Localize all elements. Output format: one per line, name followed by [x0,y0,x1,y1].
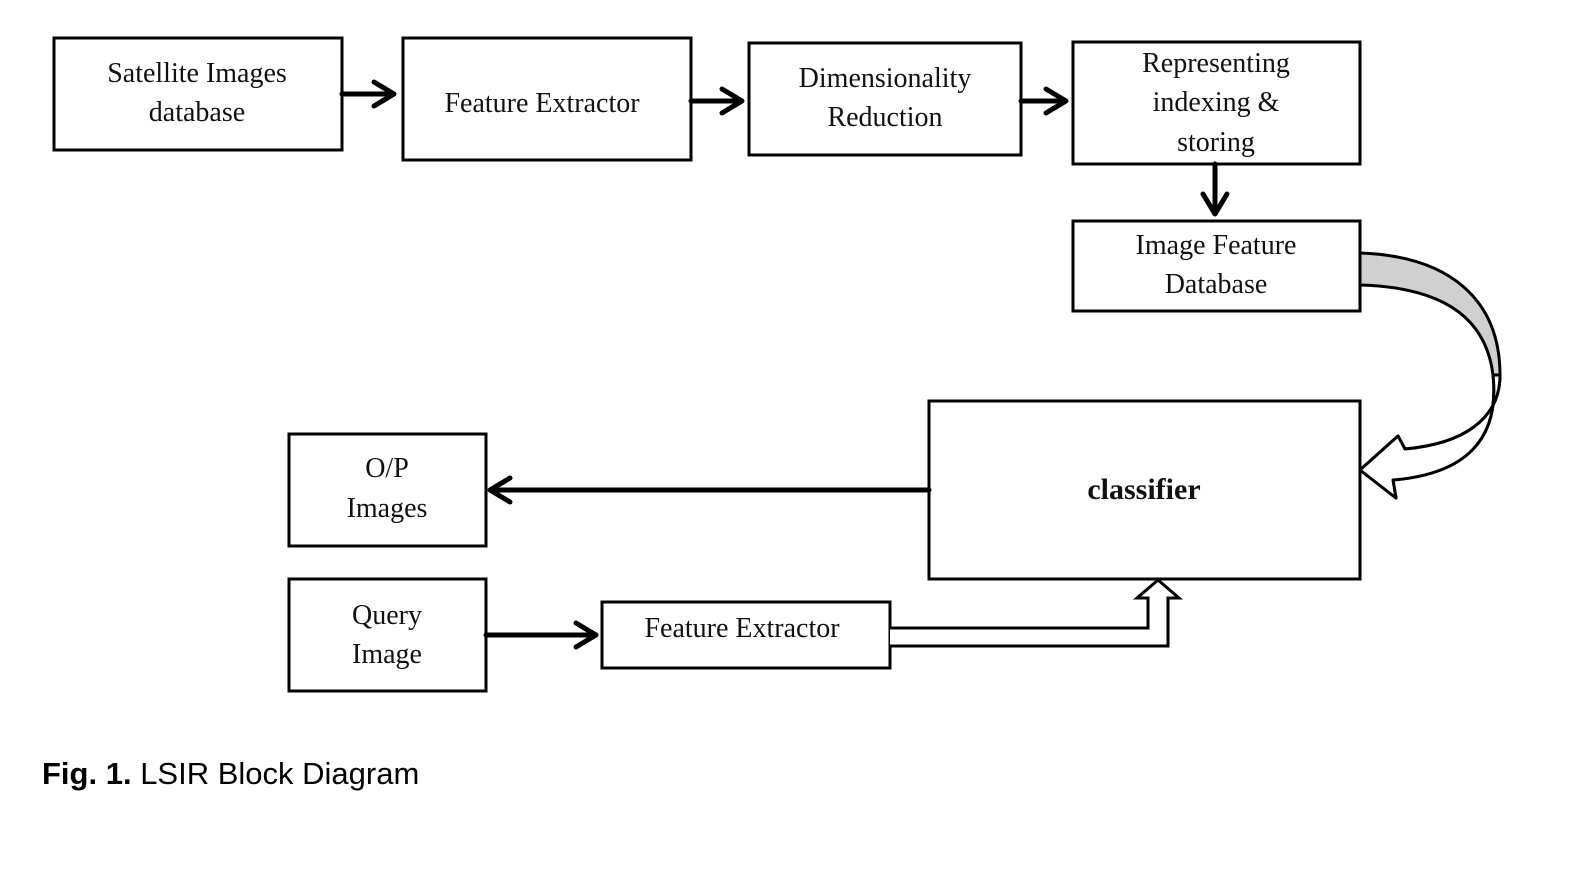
arrow-feature-to-dimensionality [688,86,745,116]
representing-indexing-storing-box [1071,40,1362,166]
op-images-line-2: Images [347,493,428,524]
query-image-box [287,577,488,693]
double-arrow-feature-to-classifier [890,578,1184,648]
dimensionality-line-1: Dimensionality [799,63,972,94]
satellite-images-database-box [52,36,344,152]
image-feature-db-line-2: Database [1165,269,1268,300]
feature-extractor-top-box [401,36,693,162]
op-images-box [287,432,488,548]
feature-extractor-top-label: Feature Extractor [444,88,640,119]
representing-line-2: indexing & [1153,87,1280,118]
dimensionality-line-2: Reduction [827,102,942,133]
arrow-representing-to-image-feature-db [1200,161,1230,217]
query-image-line-1: Query [352,600,422,631]
representing-line-1: Representing [1142,48,1290,79]
classifier-label: classifier [1087,473,1200,506]
arrow-dimensionality-to-representing [1018,86,1069,116]
figure-caption-label: Fig. 1. [42,756,132,791]
arrow-classifier-to-op-images [487,475,932,505]
query-image-line-2: Image [352,639,422,670]
op-images-line-1: O/P [365,453,409,484]
arrow-query-to-feature-extractor [483,620,599,650]
image-feature-db-line-1: Image Feature [1136,230,1297,261]
dimensionality-reduction-box [747,41,1023,157]
arrow-satellite-to-feature [339,79,397,109]
image-feature-database-box [1071,219,1362,313]
curved-arrow-database-to-classifier [1358,251,1502,500]
figure-caption-text: LSIR Block Diagram [131,756,420,791]
feature-extractor-bottom-box [600,600,892,670]
satellite-images-line-2: database [149,97,245,128]
satellite-images-line-1: Satellite Images [107,58,287,89]
feature-extractor-bottom-label: Feature Extractor [644,613,840,644]
figure-caption: Fig. 1. LSIR Block Diagram [42,756,419,792]
classifier-box [927,399,1362,581]
representing-line-3: storing [1177,127,1255,158]
